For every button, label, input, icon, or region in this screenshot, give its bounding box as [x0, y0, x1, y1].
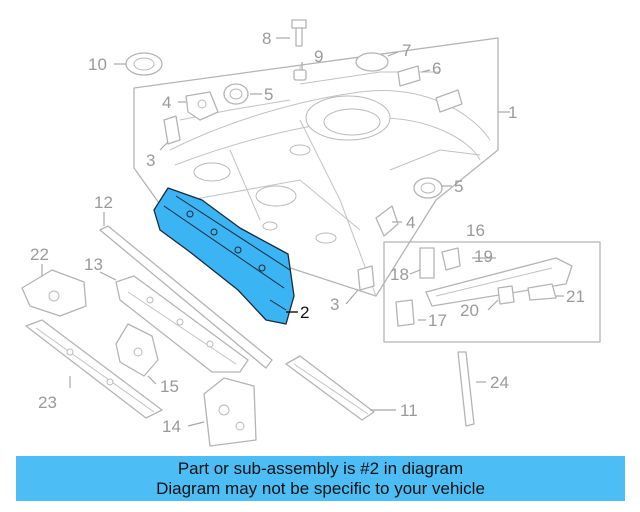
callout-20: 20 — [460, 301, 479, 320]
callout-12: 12 — [94, 193, 113, 212]
callout-8: 8 — [262, 29, 271, 48]
bracket-part-14 — [203, 377, 257, 447]
banner-line-1: Part or sub-assembly is #2 in diagram — [177, 458, 464, 478]
callout-4-upper: 4 — [162, 93, 171, 112]
bracket-part-4-upper — [185, 91, 219, 121]
bracket-part-3-lower — [357, 265, 375, 291]
callout-3-upper: 3 — [146, 151, 155, 170]
rail-part-11 — [285, 355, 375, 421]
rod-part-12 — [99, 225, 273, 369]
rail-part-13 — [115, 275, 249, 373]
callout-1: 1 — [508, 103, 517, 122]
callout-9: 9 — [314, 47, 323, 66]
plug-part-10 — [125, 52, 163, 76]
callout-15: 15 — [160, 377, 179, 396]
bracket-part-15 — [115, 323, 159, 377]
leader-lines — [41, 37, 564, 427]
callout-24: 24 — [490, 373, 509, 392]
callout-14: 14 — [162, 417, 181, 436]
crossmember-part-2-highlighted — [153, 187, 295, 325]
callout-22: 22 — [30, 245, 49, 264]
callout-18: 18 — [390, 265, 409, 284]
rail-part-23 — [25, 319, 163, 419]
banner-line-2: Diagram may not be specific to your vehi… — [156, 478, 485, 498]
callout-4-lower: 4 — [406, 213, 415, 232]
parts-diagram: 8 10 9 7 6 4 5 3 1 5 4 3 2 12 13 22 23 1… — [21, 19, 601, 447]
strap-part-24 — [457, 351, 475, 427]
callout-10: 10 — [88, 55, 107, 74]
callout-16: 16 — [466, 221, 485, 240]
callout-21: 21 — [566, 287, 585, 306]
brackets-part-6 — [397, 65, 463, 113]
callout-19: 19 — [474, 247, 493, 266]
callout-5-upper: 5 — [264, 85, 273, 104]
grommet-part-9 — [293, 66, 307, 81]
grommet-part-5-lower — [413, 177, 443, 199]
bolt-part-8 — [291, 19, 307, 47]
callout-17: 17 — [428, 311, 447, 330]
bracket-part-3-upper — [163, 115, 181, 145]
info-banner: Part or sub-assembly is #2 in diagram Di… — [16, 456, 625, 501]
callout-5-lower: 5 — [454, 177, 463, 196]
bracket-part-4-lower — [375, 205, 399, 237]
callout-7: 7 — [402, 41, 411, 60]
bracket-part-22 — [21, 269, 87, 317]
callout-11: 11 — [400, 401, 418, 420]
callout-13: 13 — [84, 255, 103, 274]
callout-6: 6 — [432, 59, 441, 78]
inset-box-part-16 — [383, 241, 601, 343]
callout-3-lower: 3 — [330, 295, 339, 314]
callout-2-highlighted: 2 — [300, 303, 309, 322]
cover-part-7 — [355, 52, 389, 72]
grommet-part-5-upper — [223, 83, 249, 105]
callout-labels: 8 10 9 7 6 4 5 3 1 5 4 3 2 12 13 22 23 1… — [30, 29, 585, 436]
callout-23: 23 — [38, 393, 57, 412]
